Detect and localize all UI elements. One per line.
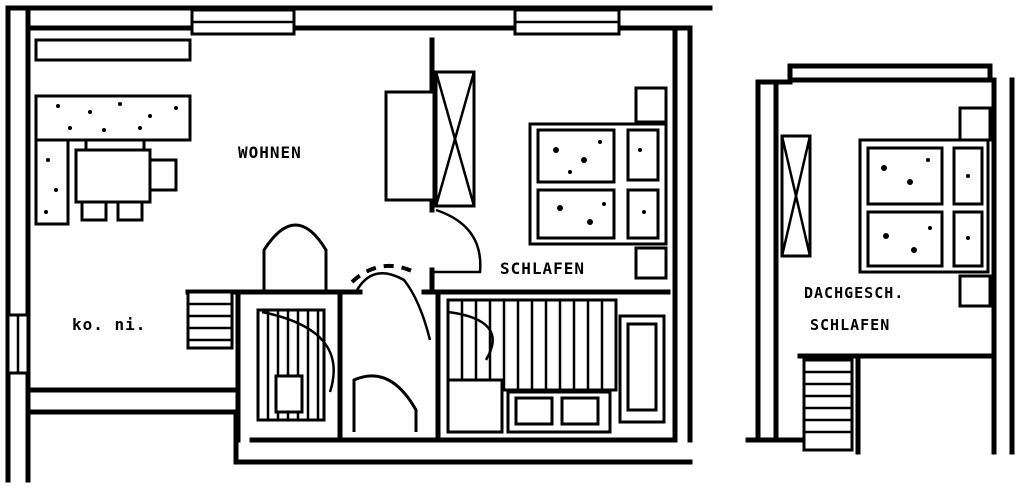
upper-outer-wall — [755, 63, 1015, 455]
pillow — [626, 128, 660, 182]
toilet — [274, 374, 304, 414]
dashed-door-swing — [350, 264, 415, 284]
room-label-schlafen: SCHLAFEN — [500, 259, 585, 278]
upper-nightstand — [958, 274, 992, 308]
door-swing — [432, 208, 482, 274]
chair — [84, 138, 146, 152]
upper-floor-plan: DACHGESCH. SCHLAFEN — [745, 63, 1015, 455]
hall-arc — [352, 374, 418, 432]
kitchen-counter-side — [34, 138, 70, 226]
chair — [148, 158, 178, 192]
counter-dots — [44, 102, 178, 214]
mattress-texture — [553, 140, 646, 225]
bath-wall — [235, 293, 343, 443]
nightstand — [634, 246, 668, 280]
radiator-right — [446, 298, 618, 392]
upper-mattress-texture — [881, 158, 970, 253]
room-label-wohnen: WOHNEN — [238, 143, 302, 162]
kitchen-counter — [34, 94, 192, 142]
pillow — [626, 188, 660, 240]
nightstand — [634, 86, 668, 124]
room-label-kochnische: ko. ni. — [72, 315, 146, 334]
stair-left — [186, 290, 234, 350]
bed-mattress — [536, 188, 616, 240]
chair — [116, 200, 144, 222]
door-arc — [261, 310, 335, 393]
cabinet — [384, 90, 436, 202]
door-arc — [447, 310, 494, 361]
room-label-dachgeschoss-schlafen: SCHLAFEN — [810, 316, 890, 334]
kitchen-upper-cabinet — [34, 38, 192, 62]
upper-stair — [802, 358, 854, 452]
hall-figure — [354, 272, 432, 341]
room-label-dachgeschoss: DACHGESCH. — [804, 284, 904, 302]
dining-table — [74, 148, 152, 204]
left-low-wall — [25, 387, 239, 483]
washbasin — [446, 378, 504, 434]
chair — [80, 200, 108, 222]
ground-floor-plan: WOHNEN SCHLAFEN ko. ni. — [5, 5, 713, 483]
upper-bottom-wall — [745, 353, 997, 455]
arched-niche — [262, 223, 328, 292]
bed-mattress — [536, 128, 616, 184]
upper-nightstand — [958, 106, 992, 142]
outer-wall — [5, 5, 713, 483]
